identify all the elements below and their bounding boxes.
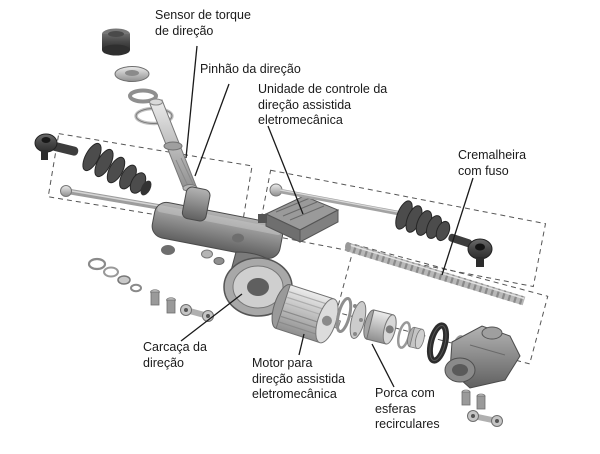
label-rack-spindle: Cremalheira com fuso	[458, 148, 527, 178]
rack-spindle	[345, 242, 526, 306]
gear-housing-right	[444, 325, 521, 389]
spacer-cylinder	[407, 326, 425, 350]
left-boot	[82, 142, 152, 196]
hardware-bottom-right	[461, 389, 503, 427]
right-boot	[395, 200, 451, 242]
right-tierod-dashed-box	[257, 169, 547, 288]
leader-pinion	[194, 83, 230, 177]
label-motor: Motor para direção assistida eletromecân…	[252, 356, 346, 401]
retaining-ring	[128, 88, 158, 104]
control-unit-part	[258, 195, 340, 243]
leader-control-unit	[267, 125, 304, 215]
ball-nut-parts	[335, 296, 466, 364]
leader-torque-sensor	[185, 45, 198, 159]
leader-housing	[180, 293, 243, 342]
right-tie-rod	[269, 183, 399, 216]
left-tie-rod-end	[34, 133, 79, 160]
label-ball-nut: Porca com esferas recirculares	[375, 386, 440, 431]
left-assembly-dashed-box	[47, 133, 253, 230]
recirculating-ball-nut	[363, 309, 397, 345]
hardware-left	[87, 249, 225, 322]
leader-ball-nut	[371, 343, 395, 388]
flange-plate	[349, 300, 367, 340]
motor-part	[271, 284, 342, 344]
leader-motor	[298, 333, 305, 356]
label-pinion: Pinhão da direção	[200, 62, 301, 76]
steering-housing	[151, 186, 293, 317]
label-housing: Carcaça da direção	[143, 340, 207, 370]
label-torque-sensor: Sensor de torque de direção	[155, 8, 251, 38]
drive-belt	[426, 322, 450, 364]
leader-lines	[180, 45, 474, 388]
label-control-unit: Unidade de controle da direção assistida…	[258, 82, 388, 127]
torque-sensor-part	[102, 28, 130, 56]
sensor-washer-disc	[114, 66, 150, 82]
leader-rack	[441, 177, 474, 276]
